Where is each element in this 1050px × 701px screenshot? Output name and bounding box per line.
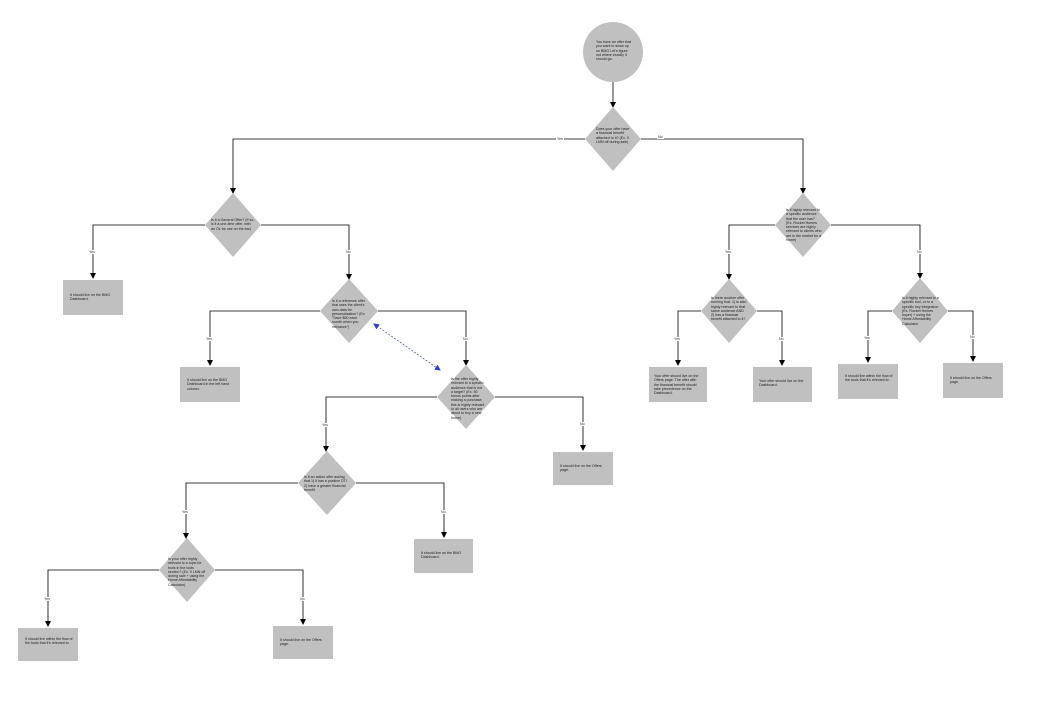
start-node [583, 22, 643, 82]
edge-label-audience-yes: Yes [724, 250, 732, 254]
shapes [18, 22, 1003, 661]
decision-audience-text: Is it highly relevant to a specific audi… [786, 208, 822, 243]
result-dashboard-2-text: It should live on the BMG Dashboard. [421, 551, 463, 560]
result-dashboard-side-text: It should live on the BMG Dashboard in t… [187, 378, 231, 391]
edge-action-yes [183, 482, 298, 539]
decision-action-text: Is it an action offer asking that 1) it … [304, 475, 348, 492]
decision-timely-text: Is the offer highly relevant to a specif… [451, 377, 486, 420]
edge-timely-no [495, 396, 586, 451]
edge-label-general-yes: Yes [88, 250, 96, 254]
result-within-tool-2 [838, 364, 898, 399]
result-offers-1 [553, 452, 613, 485]
edge-label-tools-no: No [299, 597, 306, 601]
result-offers-2-text: It should live on the Offers page. [280, 638, 323, 647]
edge-label-audience-no: No [916, 250, 923, 254]
edge-timely-yes [323, 396, 437, 452]
edge-label-awareness-no: No [462, 337, 469, 341]
edge-financial-yes [230, 138, 585, 194]
edge-label-timely-no: No [579, 422, 586, 426]
result-dashboard-general [63, 280, 123, 315]
decision-tools-text: Is your offer highly relevant to a topic… [168, 557, 207, 587]
result-offers-2 [273, 626, 333, 659]
decision-lending [701, 279, 757, 343]
result-dashboard-general-text: It should live on the BMG Dashboard. [70, 293, 112, 302]
edge-label-financial-no: No [657, 135, 664, 139]
edge-audience-yes [726, 224, 775, 280]
edge-label-timely-yes: Yes [321, 423, 329, 427]
decision-timely [437, 365, 495, 429]
edge-label-lending-yes: Yes [673, 337, 681, 341]
edge-action-no [356, 482, 447, 538]
result-compare [649, 367, 707, 402]
decision-action [298, 451, 356, 515]
decision-general [205, 193, 261, 257]
result-within-tool-text: It should live within the flow of the to… [25, 637, 73, 646]
result-within-tool-2-text: It should live within the flow of the to… [845, 374, 893, 383]
connectors [45, 81, 976, 627]
start-node-text: You have an offer that you want to show … [596, 40, 632, 62]
edge-label-specific-tool-yes: Yes [863, 336, 871, 340]
edge-label-lending-no: No [778, 337, 785, 341]
edge-label-action-yes: Yes [181, 510, 189, 514]
edge-lending-no [757, 310, 785, 366]
edge-tools-yes [45, 569, 159, 627]
edge-label-specific-tool-no: No [969, 335, 976, 339]
edge-lending-yes [675, 310, 701, 366]
decision-general-text: Is it a General Offer? (If so, is it a o… [211, 218, 256, 231]
decision-awareness-text: Is it a reference offer that uses the cl… [332, 299, 366, 329]
edge-awareness-no [378, 310, 469, 366]
result-dashboard-3-text: Your offer should live on the Dashboard. [759, 379, 805, 388]
edge-financial-no [641, 138, 806, 194]
decision-specific-tool [892, 278, 948, 343]
edge-audience-no [831, 224, 923, 279]
decision-audience [775, 193, 831, 257]
decision-tools [159, 538, 215, 602]
dashed-link-awareness-timely [373, 323, 441, 371]
result-offers-1-text: It should live on the Offers page. [560, 464, 603, 473]
result-offers-3-text: It should live on the Offers page. [950, 376, 993, 385]
decision-specific-tool-text: Is it highly relevant to a specific tool… [902, 296, 940, 326]
edge-label-general-no: No [345, 250, 352, 254]
edge-general-no [261, 224, 352, 280]
result-offers-3 [943, 363, 1003, 398]
result-compare-text: Your offer should live on the Offers pag… [654, 374, 700, 396]
result-within-tool [18, 628, 78, 661]
edge-general-yes [90, 224, 205, 279]
edge-specific-tool-yes [865, 310, 892, 363]
edge-label-awareness-yes: Yes [205, 337, 213, 341]
result-dashboard-3 [753, 367, 812, 402]
edge-label-tools-yes: Yes [43, 597, 51, 601]
edge-specific-tool-no [948, 310, 976, 362]
decision-financial [585, 107, 641, 171]
edge-label-financial-yes: Yes [556, 137, 564, 141]
result-dashboard-2 [414, 539, 473, 573]
edge-tools-no [215, 569, 306, 625]
edge-awareness-yes [207, 310, 320, 366]
decision-awareness [320, 279, 378, 343]
decision-financial-text: Does your offer have a financial benefit… [596, 127, 631, 144]
decision-lending-text: Is there another offer running that: 1) … [711, 296, 748, 322]
edge-label-action-no: No [440, 510, 447, 514]
result-dashboard-side [180, 367, 240, 402]
